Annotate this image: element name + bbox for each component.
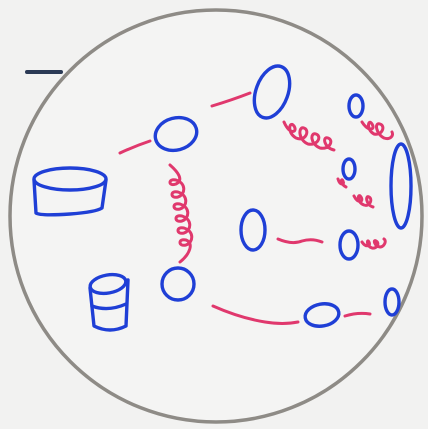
grey-disk [10, 10, 422, 422]
